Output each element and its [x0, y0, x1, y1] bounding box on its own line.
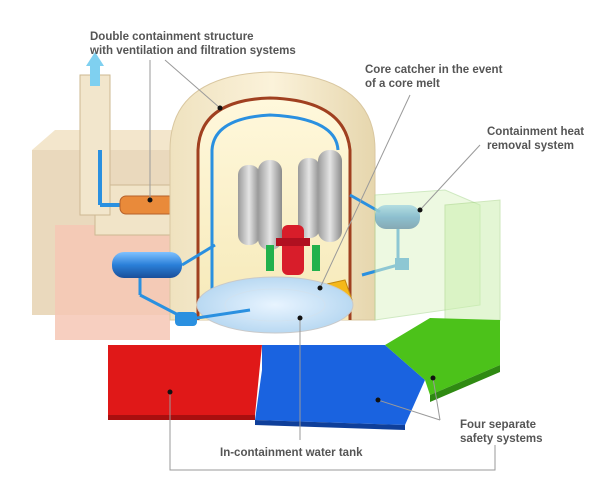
- label-safety-systems-line1: Four separate: [460, 419, 537, 431]
- label-double-containment-line2: with ventilation and filtration systems: [90, 45, 296, 57]
- steam-generators: [238, 150, 342, 250]
- label-safety-systems: Four separate safety systems: [460, 418, 542, 446]
- left-pump: [112, 243, 251, 326]
- label-water-tank: In-containment water tank: [220, 447, 363, 459]
- label-containment-heat: Containment heat removal system: [487, 125, 584, 153]
- safety-division-green: [385, 318, 500, 402]
- safety-division-red: [108, 345, 262, 420]
- water-pool: [196, 276, 354, 334]
- leader-dots: [147, 105, 436, 403]
- label-containment-heat-line1: Containment heat: [487, 126, 585, 138]
- vent-stack: [79, 52, 111, 216]
- safety-division-blue: [255, 345, 425, 430]
- label-core-catcher-line1: Core catcher in the event: [365, 64, 503, 76]
- green-compartments: [374, 189, 501, 326]
- label-core-catcher-line2: of a core melt: [365, 78, 440, 90]
- label-containment-heat-line2: removal system: [487, 140, 574, 152]
- label-safety-systems-line2: safety systems: [460, 433, 543, 445]
- leader-lines: [149, 59, 496, 471]
- reactor-vessel: [266, 225, 320, 275]
- label-double-containment: Double containment structure with ventil…: [90, 30, 296, 58]
- label-double-containment-line1: Double containment structure: [90, 31, 254, 43]
- label-core-catcher: Core catcher in the event of a core melt: [365, 63, 502, 91]
